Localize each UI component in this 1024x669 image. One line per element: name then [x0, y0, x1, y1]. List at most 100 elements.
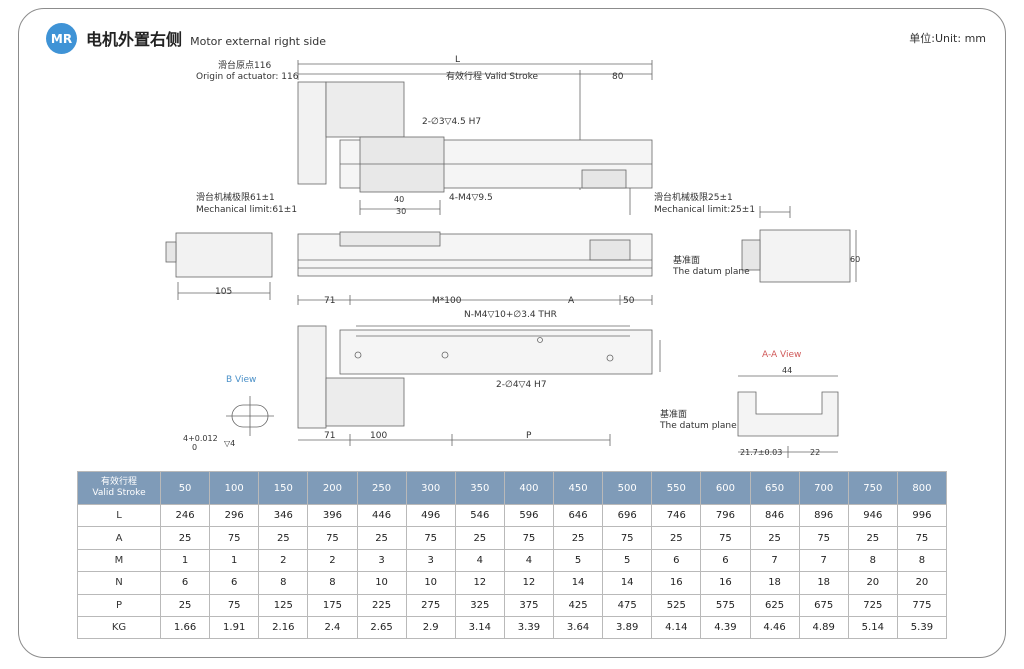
- table-cell: 6: [700, 548, 751, 573]
- datum-zh-1: 基准面: [673, 254, 700, 266]
- table-cell: 25: [454, 526, 505, 550]
- stroke-header: 50: [159, 471, 211, 505]
- dim-80: 80: [612, 72, 624, 82]
- row-label: A: [77, 526, 161, 550]
- table-cell: 275: [405, 593, 456, 617]
- side-view: [297, 231, 653, 277]
- table-cell: 25: [356, 526, 407, 550]
- table-cell: 75: [503, 526, 555, 550]
- table-cell: 75: [798, 526, 849, 550]
- table-cell: 8: [258, 571, 309, 595]
- table-cell: 5: [552, 548, 604, 573]
- table-cell: 446: [356, 503, 407, 528]
- mech-left-zh: 滑台机械极限61±1: [196, 191, 275, 203]
- table-cell: 225: [356, 593, 407, 617]
- table-cell: 18: [798, 571, 849, 595]
- b-view-label: B View: [226, 375, 256, 385]
- table-cell: 12: [454, 571, 505, 595]
- table-cell: 25: [258, 526, 309, 550]
- dim-105: 105: [215, 287, 232, 297]
- datum-en-1: The datum plane: [672, 267, 750, 277]
- table-cell: 946: [847, 503, 898, 528]
- dim-l: L: [455, 55, 460, 65]
- dim-30: 30: [396, 207, 406, 216]
- origin-en: Origin of actuator: 116: [196, 72, 299, 82]
- table-cell: 696: [602, 503, 653, 528]
- row-label: P: [77, 593, 161, 617]
- row-label: KG: [77, 615, 161, 640]
- n-m4-label: N-M4▽10+∅3.4 THR: [464, 310, 557, 320]
- origin-zh: 滑台原点116: [218, 59, 271, 71]
- hole-2-3-label: 2-∅3▽4.5 H7: [422, 117, 481, 127]
- end-view: [741, 206, 857, 283]
- table-cell: 2.4: [307, 615, 358, 640]
- table-cell: 175: [307, 593, 358, 617]
- stroke-header: 300: [405, 471, 456, 505]
- table-cell: 796: [700, 503, 751, 528]
- table-cell: 6: [159, 571, 211, 595]
- table-cell: 5.39: [896, 615, 948, 640]
- title-zh: 电机外置右侧: [86, 30, 183, 49]
- table-cell: 575: [700, 593, 751, 617]
- table-cell: 2: [307, 548, 358, 573]
- table-cell: 1: [209, 548, 260, 573]
- hole-2-4-label: 2-∅4▽4 H7: [496, 380, 547, 390]
- table-cell: 25: [847, 526, 898, 550]
- row-label: N: [77, 571, 161, 595]
- table-cell: 8: [847, 548, 898, 573]
- header-label-en: Valid Stroke: [92, 488, 146, 498]
- dim-71-top: 71: [324, 296, 335, 306]
- page-title: 电机外置右侧 Motor external right side: [86, 26, 326, 50]
- stroke-header: 700: [798, 471, 849, 505]
- table-cell: 346: [258, 503, 309, 528]
- table-cell: 20: [896, 571, 948, 595]
- table-cell: 3.14: [454, 615, 505, 640]
- table-cell: 4: [503, 548, 555, 573]
- table-cell: 2.16: [258, 615, 309, 640]
- table-cell: 596: [503, 503, 555, 528]
- dim-71-bottom: 71: [324, 431, 335, 441]
- table-cell: 18: [749, 571, 800, 595]
- table-cell: 25: [159, 593, 211, 617]
- table-header-row: 有效行程 Valid Stroke 50 100 150 200 250 300…: [77, 471, 948, 505]
- stroke-header: 450: [552, 471, 604, 505]
- table-cell: 846: [749, 503, 800, 528]
- stroke-header: 400: [503, 471, 555, 505]
- dim-100: 100: [370, 431, 387, 441]
- row-label: L: [77, 503, 161, 528]
- stroke-header: 500: [602, 471, 653, 505]
- table-cell: 546: [454, 503, 505, 528]
- table-cell: 75: [209, 526, 260, 550]
- stroke-header: 750: [847, 471, 898, 505]
- table-cell: 75: [209, 593, 260, 617]
- table-cell: 3: [405, 548, 456, 573]
- table-cell: 2.9: [405, 615, 456, 640]
- table-cell: 646: [552, 503, 604, 528]
- table-cell: 1.91: [209, 615, 260, 640]
- table-cell: 396: [307, 503, 358, 528]
- table-cell: 625: [749, 593, 800, 617]
- tolerance-lower: 0: [192, 443, 197, 452]
- spec-table: 有效行程 Valid Stroke 50 100 150 200 250 300…: [77, 471, 948, 640]
- table-cell: 775: [896, 593, 948, 617]
- dim-a: A: [568, 296, 575, 306]
- title-en: Motor external right side: [190, 35, 327, 48]
- page-frame: [18, 8, 1006, 658]
- datum-zh-2: 基准面: [660, 408, 687, 420]
- unit-label: 单位:Unit: mm: [909, 32, 986, 45]
- dim-50: 50: [623, 296, 635, 306]
- dim-p: P: [526, 431, 532, 441]
- tolerance-upper: 4+0.012: [183, 434, 218, 443]
- dim-22: 22: [810, 448, 820, 457]
- table-cell: 25: [749, 526, 800, 550]
- table-cell: 5: [602, 548, 653, 573]
- table-cell: 425: [552, 593, 604, 617]
- valid-stroke-label: 有效行程 Valid Stroke: [446, 70, 539, 82]
- table-cell: 25: [552, 526, 604, 550]
- table-cell: 125: [258, 593, 309, 617]
- table-cell: 75: [700, 526, 751, 550]
